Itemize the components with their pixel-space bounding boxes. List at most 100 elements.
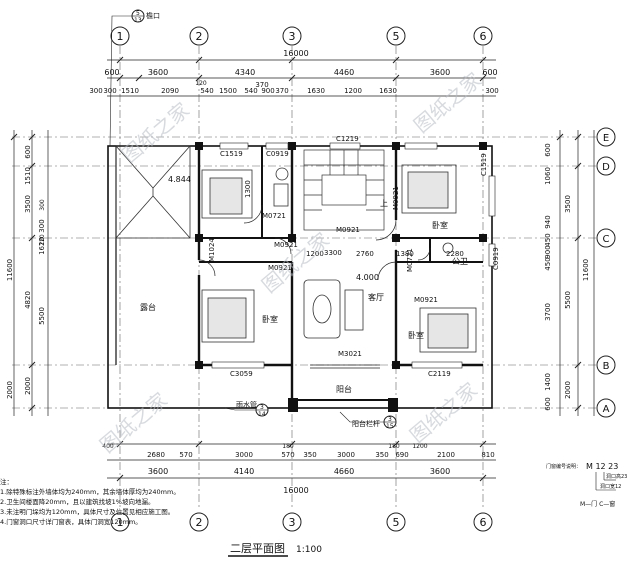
dim-top1-2: 4340: [235, 68, 255, 77]
note-line-2: 2.卫生间楼面降20mm，且以建筑找坡1%坡向地漏。: [0, 497, 154, 506]
rail-ref: 3: [388, 416, 392, 423]
watermark-text-3: 图纸之家: [95, 388, 172, 458]
drawing-scale: 1:100: [296, 545, 322, 555]
dim-left-4: 1620: [38, 237, 46, 255]
furniture: [201, 164, 477, 353]
room-bedroom-bottom-right: 卧室: [408, 330, 424, 340]
dim-bot2-0: 3600: [148, 467, 168, 476]
columns: [195, 142, 487, 412]
win-c1219: C1219: [336, 135, 359, 143]
dim-1300: 1300: [244, 180, 252, 198]
watermark-text-4: 图纸之家: [405, 378, 482, 448]
dim-top2-10: 1200: [344, 87, 362, 95]
dim-col-right: 6001060350094045090045037005500116001400…: [544, 143, 590, 410]
dim-total-top: 16000: [283, 49, 308, 58]
dim-3300: 3300: [324, 249, 342, 257]
dim-left-small-1: 300: [39, 199, 46, 211]
dim-bot1-1: 570: [179, 451, 192, 459]
dim-top2-5: 1500: [219, 87, 237, 95]
dim-top2-4: 540: [200, 87, 213, 95]
dim-bot1-2: 3000: [235, 451, 253, 459]
room-toilet: 公卫: [452, 257, 468, 266]
dim-left-0: 600: [24, 145, 32, 158]
room-labels: 露台 卧室 卧室 卧室 客厅 阳台 公卫 上 4.844 4.000: [140, 175, 468, 394]
dim-total-bottom: 16000: [283, 486, 308, 495]
room-living: 客厅: [368, 292, 384, 302]
note-line-4: 4.门窗洞口尺寸详门窗表，具体门洞宽120mm。: [0, 517, 142, 526]
dim-left-3: 300: [38, 219, 46, 232]
axis-bottom-3: 3: [289, 516, 296, 529]
dim-left-1: 1510: [24, 167, 32, 185]
dim-top2-3: 2090: [161, 87, 179, 95]
dim-right-8: 5500: [564, 291, 572, 309]
roof-hip-lines: [115, 145, 191, 239]
dim-top2-7: 900: [261, 87, 274, 95]
axis-top-6: 6: [480, 30, 487, 43]
dim-2280: 2280: [446, 250, 464, 258]
win-c0919-a: C0919: [266, 150, 289, 158]
dim-bot2-1: 4140: [234, 467, 254, 476]
dim-bot-small-1: 180: [282, 443, 294, 450]
legend-d3: M—门 C—窗: [580, 500, 615, 508]
axis-top-1: 1: [117, 30, 124, 43]
dim-bot1-0: 2680: [147, 451, 165, 459]
dim-left-2: 3500: [24, 195, 32, 213]
dim-right-12: 600: [544, 397, 552, 410]
doors: [198, 204, 431, 369]
dimension-lines: [13, 59, 595, 479]
dim-right-9: 11600: [582, 259, 590, 281]
drawing-title: 二层平面图: [230, 542, 285, 555]
dim-right-5: 900: [544, 245, 552, 258]
rail-label: 阳台栏杆: [352, 419, 380, 428]
watermark-text-0: 图纸之家: [117, 98, 194, 168]
dim-left-small-0: 120: [39, 234, 46, 246]
dim-left-5: 11600: [6, 259, 14, 281]
win-c2119: C2119: [428, 370, 451, 378]
win-c3059: C3059: [230, 370, 253, 378]
room-bedroom-top-right: 卧室: [432, 220, 448, 230]
leader-lines: [109, 15, 384, 423]
dim-row-bottom-2: 3600 4140 4660 3600: [148, 467, 450, 476]
dim-col-left: 6001510350030016201160048205500200020001…: [6, 145, 46, 399]
dim-left-6: 4820: [24, 291, 32, 309]
axis-bottom-6: 6: [480, 516, 487, 529]
dim-left-8: 2000: [24, 377, 32, 395]
dim-bot1-7: 690: [395, 451, 408, 459]
room-balcony: 阳台: [336, 384, 352, 394]
dim-top2-6: 540: [244, 87, 257, 95]
eave-ref: 5: [136, 10, 140, 17]
dim-top-small-1: 370: [255, 81, 268, 89]
notes-block: 注：1.除特殊标注外墙体均为240mm，其余墙体厚均为240mm。2.卫生间楼面…: [0, 477, 180, 526]
axis-side-A: A: [603, 404, 610, 415]
axis-side-B: B: [603, 361, 610, 372]
axis-side-E: E: [603, 133, 609, 144]
dim-top1-3: 4460: [334, 68, 354, 77]
dimension-ticks: [10, 56, 582, 482]
eave-label: 檐口: [146, 11, 160, 20]
elev-roof: 4.844: [168, 175, 191, 184]
dim-top2-8: 370: [275, 87, 288, 95]
door-m3021: M3021: [338, 350, 362, 358]
door-m1024: M1024: [208, 238, 216, 262]
room-bedroom-left: 卧室: [262, 314, 278, 324]
door-m0921-b: M0921: [336, 226, 360, 234]
dim-bot2-2: 4660: [334, 467, 354, 476]
dim-right-4: 450: [544, 233, 552, 246]
windows: [211, 142, 496, 369]
dim-right-10: 1400: [544, 373, 552, 391]
dim-1200: 1200: [306, 250, 324, 258]
axis-top-2: 2: [196, 30, 203, 43]
door-m0921-a: M0921: [274, 241, 298, 249]
dim-bot-small-3: 1200: [412, 443, 427, 450]
dim-bot2-3: 3600: [430, 467, 450, 476]
door-m0921-e: M0921: [414, 296, 438, 304]
axis-bottom-2: 2: [196, 516, 203, 529]
gutter-ref: 3: [260, 404, 264, 411]
dim-top-small-0: 120: [195, 80, 207, 87]
dim-top2-1: 300: [103, 87, 116, 95]
dim-left-7: 5500: [38, 307, 46, 325]
dim-top2-9: 1630: [307, 87, 325, 95]
